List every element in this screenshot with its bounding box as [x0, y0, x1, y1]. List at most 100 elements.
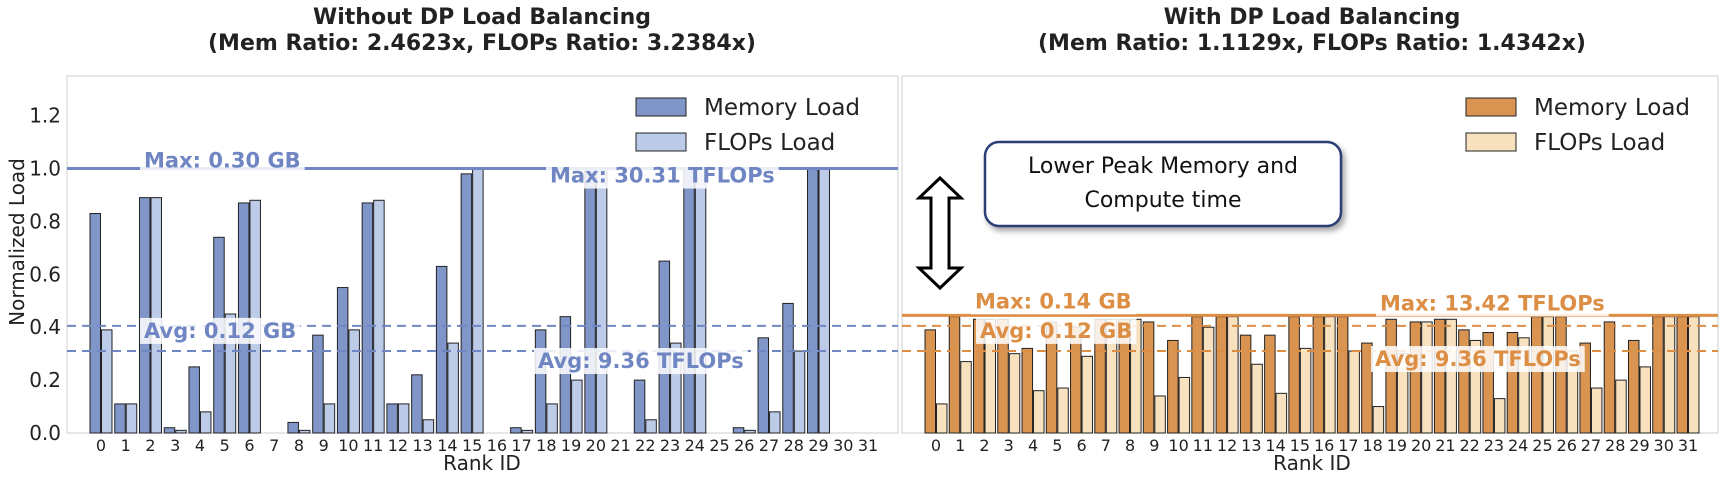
memory-load-bar — [1603, 321, 1616, 434]
memory-load-bar — [361, 202, 374, 434]
line-label: Avg: 9.36 TFLOPs — [1375, 347, 1581, 371]
flops-load-bar — [546, 403, 558, 434]
flops-load-bar — [571, 379, 583, 434]
memory-load-bar — [460, 173, 473, 434]
y-tick-label: 0.8 — [29, 209, 61, 233]
flops-load-bar — [595, 168, 608, 434]
memory-load-bar — [1555, 316, 1567, 434]
left-x-axis-label: Rank ID — [443, 451, 521, 475]
x-tick-label: 6 — [1076, 436, 1086, 455]
flops-load-bar — [1542, 316, 1554, 434]
x-tick-label: 7 — [1101, 436, 1111, 455]
memory-load-bar — [1215, 316, 1228, 434]
x-tick-label: 25 — [709, 436, 729, 455]
x-tick-label: 19 — [561, 436, 581, 455]
y-tick-label: 1.0 — [29, 157, 61, 181]
flops-load-bar — [224, 313, 237, 434]
flops-load-bar — [1324, 316, 1336, 434]
x-tick-label: 5 — [220, 436, 230, 455]
right-subtitle: (Mem Ratio: 1.1129x, FLOPs Ratio: 1.4342… — [1038, 31, 1586, 56]
y-tick-label: 0.6 — [29, 262, 61, 286]
memory-load-bar — [658, 260, 671, 434]
x-tick-label: 15 — [1290, 436, 1310, 455]
flops-load-bar — [818, 168, 831, 434]
flops-load-bar — [1227, 316, 1239, 434]
flops-load-bar — [323, 403, 336, 434]
flops-load-bar — [1518, 337, 1530, 434]
legend-label: FLOPs Load — [704, 130, 835, 156]
line-label-background — [140, 147, 305, 174]
flops-load-bar — [769, 411, 781, 434]
legend-swatch — [635, 132, 687, 152]
x-tick-label: 3 — [1004, 436, 1014, 455]
flops-load-bar — [1445, 318, 1457, 434]
memory-load-bar — [114, 403, 126, 434]
x-tick-label: 3 — [170, 436, 180, 455]
x-tick-label: 2 — [145, 436, 155, 455]
memory-load-bar — [584, 168, 596, 434]
x-tick-label: 21 — [610, 436, 630, 455]
x-tick-label: 17 — [511, 436, 531, 455]
memory-load-bar — [1336, 316, 1349, 434]
x-tick-label: 1 — [121, 436, 131, 455]
x-tick-label: 14 — [1265, 436, 1285, 455]
x-tick-label: 31 — [858, 436, 878, 455]
flops-load-bar — [175, 429, 187, 434]
memory-load-bar — [411, 374, 423, 434]
flops-load-bar — [472, 168, 484, 434]
flops-load-bar — [1639, 366, 1651, 434]
line-label: Avg: 9.36 TFLOPs — [538, 349, 744, 373]
legend-label: Memory Load — [1534, 95, 1690, 121]
x-tick-label: 10 — [1168, 436, 1188, 455]
line-label-background — [971, 288, 1136, 315]
flops-load-bar — [101, 329, 113, 434]
memory-load-bar — [89, 213, 101, 434]
flops-load-bar — [298, 429, 311, 434]
flops-load-bar — [1081, 355, 1094, 434]
x-tick-label: 11 — [363, 436, 383, 455]
x-tick-label: 9 — [319, 436, 329, 455]
line-label: Avg: 0.12 GB — [144, 319, 296, 343]
x-tick-label: 5 — [1052, 436, 1062, 455]
line-label: Max: 0.30 GB — [144, 149, 301, 173]
x-tick-label: 12 — [388, 436, 408, 455]
x-tick-label: 27 — [1581, 436, 1601, 455]
memory-load-bar — [807, 168, 819, 434]
x-tick-label: 17 — [1338, 436, 1358, 455]
x-tick-label: 4 — [195, 436, 205, 455]
flops-load-bar — [793, 350, 806, 434]
flops-load-bar — [521, 429, 534, 434]
y-axis-label: Normalized Load — [5, 158, 29, 326]
memory-load-bar — [1579, 342, 1591, 434]
memory-load-bar — [1142, 321, 1155, 434]
callout-box — [983, 140, 1343, 228]
memory-load-bar — [1361, 342, 1373, 434]
legend-label: FLOPs Load — [1534, 130, 1665, 156]
legend-label: Memory Load — [704, 95, 860, 121]
flops-load-bar — [670, 342, 682, 434]
memory-load-bar — [510, 427, 522, 434]
memory-load-bar — [1288, 316, 1300, 434]
line-label: Max: 0.14 GB — [975, 289, 1132, 313]
flops-load-bar — [960, 361, 972, 434]
flops-load-bar — [447, 342, 459, 434]
memory-load-bar — [1530, 316, 1543, 434]
flops-load-bar — [422, 419, 435, 434]
line-label-background — [140, 317, 301, 344]
memory-load-bar — [138, 197, 151, 434]
x-tick-label: 30 — [1654, 436, 1674, 455]
right-title: With DP Load Balancing — [1164, 5, 1461, 30]
x-tick-label: 12 — [1217, 436, 1237, 455]
flops-load-bar — [1348, 350, 1360, 434]
x-tick-label: 9 — [1149, 436, 1159, 455]
x-tick-label: 19 — [1387, 436, 1407, 455]
memory-load-bar — [1312, 316, 1325, 434]
memory-load-bar — [1385, 318, 1397, 434]
x-tick-label: 22 — [635, 436, 655, 455]
x-tick-label: 25 — [1532, 436, 1552, 455]
x-tick-label: 6 — [244, 436, 254, 455]
line-label-background — [1371, 346, 1585, 373]
flops-load-bar — [1663, 316, 1676, 434]
